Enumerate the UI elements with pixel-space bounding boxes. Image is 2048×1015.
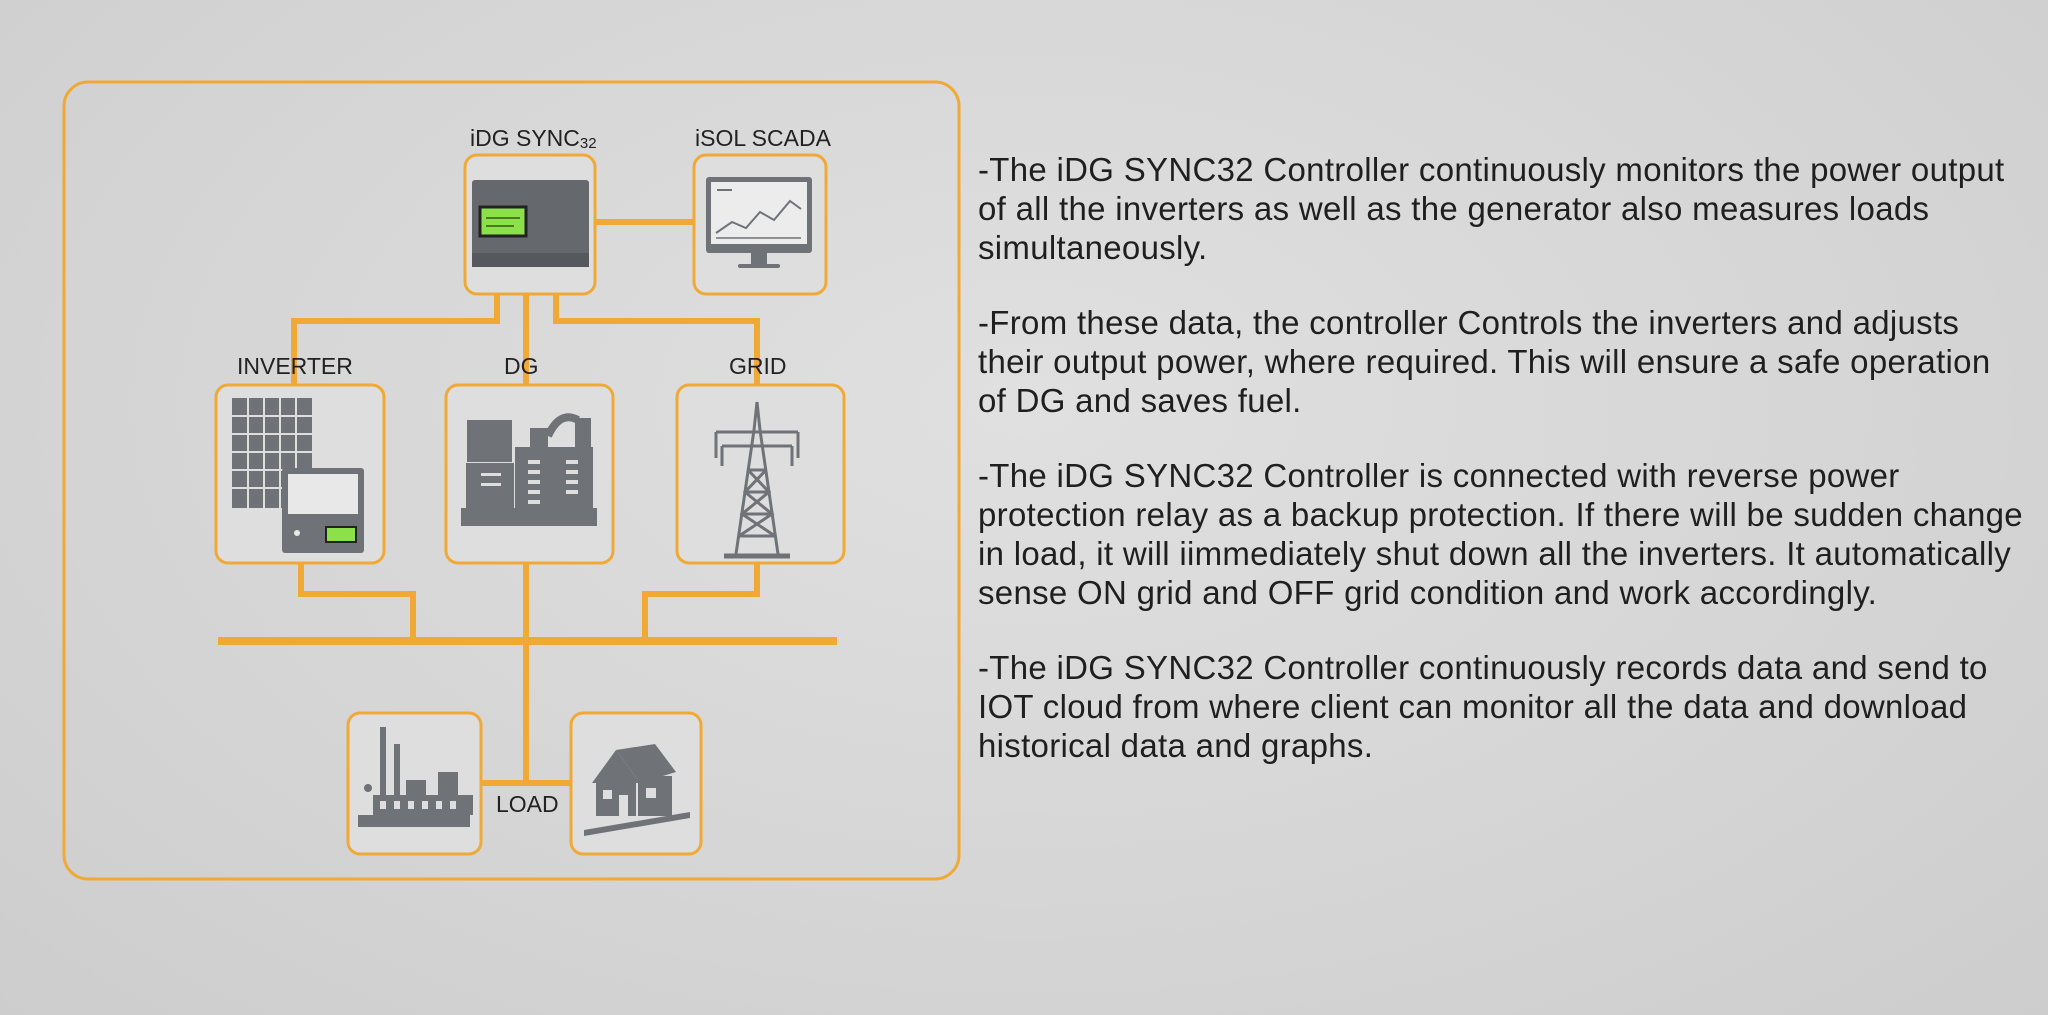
diagram-frame [62,80,961,881]
controller-node: iDG SYNC32 [463,125,597,296]
controller-icon [472,180,589,267]
note-paragraph: -The iDG SYNC32 Controller continuously … [978,649,1988,764]
house-icon [584,744,690,836]
controller-label: iDG SYNC32 [470,125,597,152]
wires [218,219,837,786]
inverter-bus-wire [298,563,416,641]
description-notes: -The iDG SYNC32 Controller continuously … [978,150,2028,801]
note-paragraph: -From these data, the controller Control… [978,304,1991,419]
dg-label: DG [504,353,539,379]
grid-node: GRID [675,353,846,565]
scada-node: iSOL SCADA [692,125,832,296]
monitor-icon [706,177,812,268]
dg-node: DG [444,353,615,565]
factory-icon [358,727,473,827]
note-paragraph: -The iDG SYNC32 Controller continuously … [978,151,2005,266]
scada-label: iSOL SCADA [695,125,832,151]
note-paragraph: -The iDG SYNC32 Controller is connected … [978,457,2023,611]
grid-label: GRID [729,353,787,379]
inverter-label: INVERTER [237,353,353,379]
grid-bus-wire [642,563,760,641]
controller-inverter-wire [291,294,500,385]
load-factory-node [346,711,483,856]
controller-screen [478,205,528,238]
load-house-node [569,711,703,856]
transmission-tower-icon [714,401,800,559]
load-label: LOAD [496,791,559,817]
inverter-node: INVERTER [214,353,386,565]
generator-icon [461,413,597,526]
controller-grid-wire [553,294,760,385]
inverter-icon [282,468,364,553]
